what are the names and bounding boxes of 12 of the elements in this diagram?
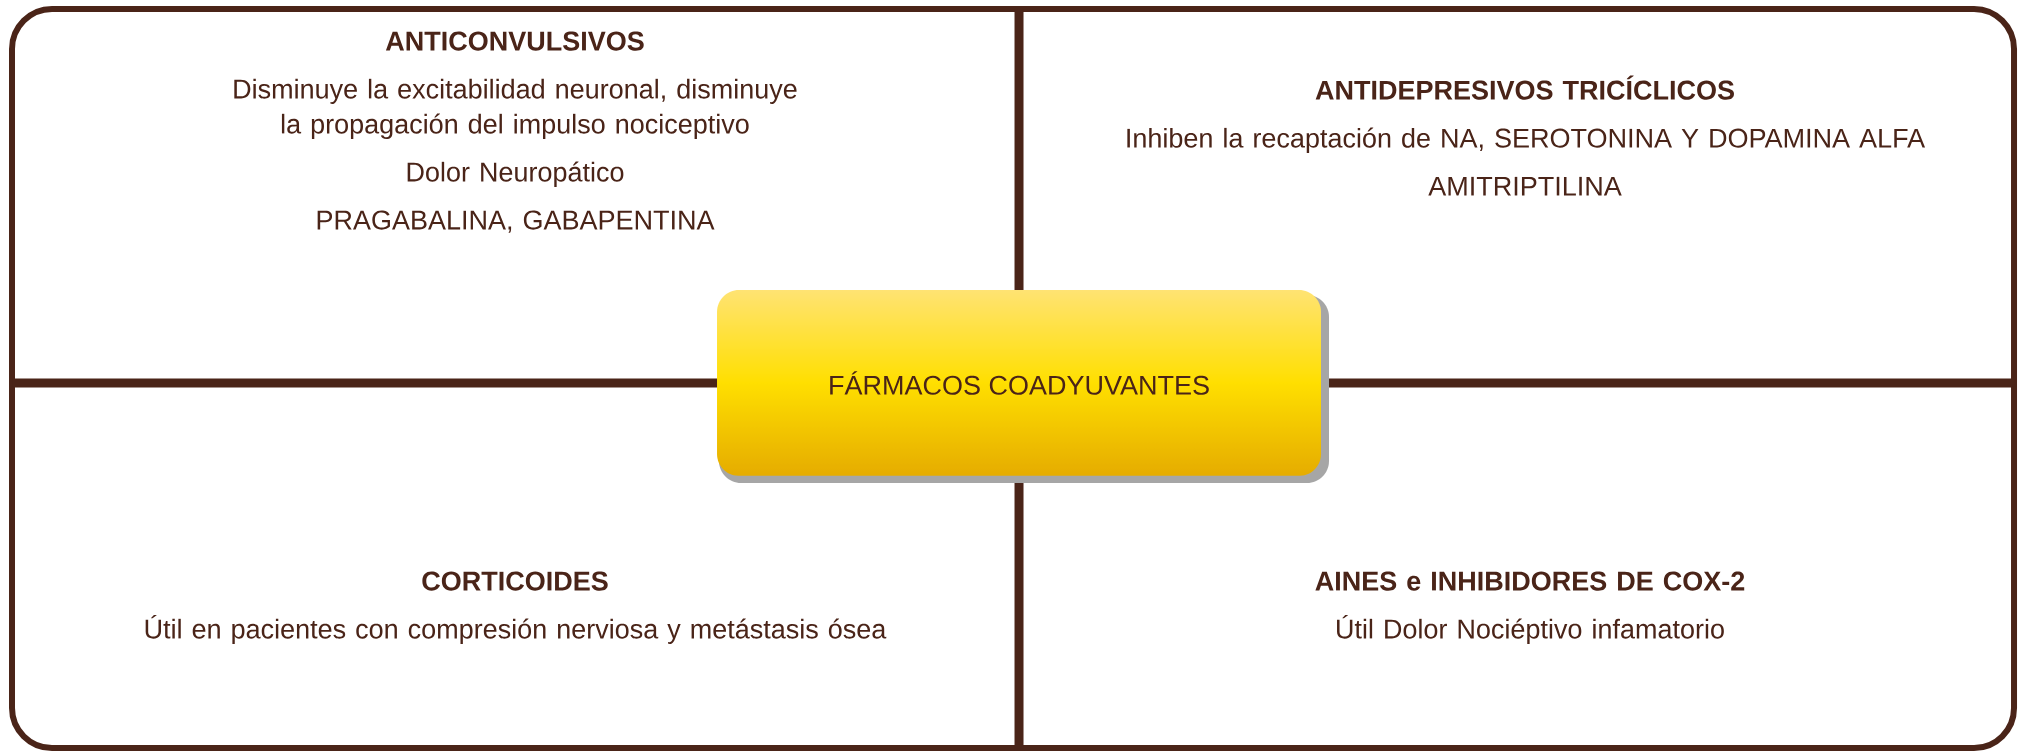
description-text: Disminuye la excitabilidad neuronal, disminuye la propagación del impulso nociceptivo xyxy=(234,78,797,139)
category-heading: AINES e INHIBIDORES DE COX-2 xyxy=(1315,571,1745,591)
description-text: Inhiben la recaptación de NA, SEROTONINA Y DOPAMINA ALFA xyxy=(1127,127,1926,154)
description-text: Útil Dolor Nociéptivo infamatorio xyxy=(1337,615,1724,644)
category-heading: ANTIDEPRESIVOS TRICÍCLICOS xyxy=(1315,75,1734,100)
description-text: Dolor Neuropático xyxy=(407,161,624,187)
category-heading: CORTICOIDES xyxy=(422,571,608,591)
title-box: FÁRMACOS COADYUVANTES xyxy=(717,290,1329,483)
description-text: Útil en pacientes con compresión nerviosa y metástasis ósea xyxy=(145,615,887,644)
description-text: AMITRIPTILINA xyxy=(1428,176,1622,196)
description-text: PRAGABALINA, GABAPENTINA xyxy=(317,210,715,233)
category-heading: ANTICONVULSIVOS xyxy=(385,31,644,51)
